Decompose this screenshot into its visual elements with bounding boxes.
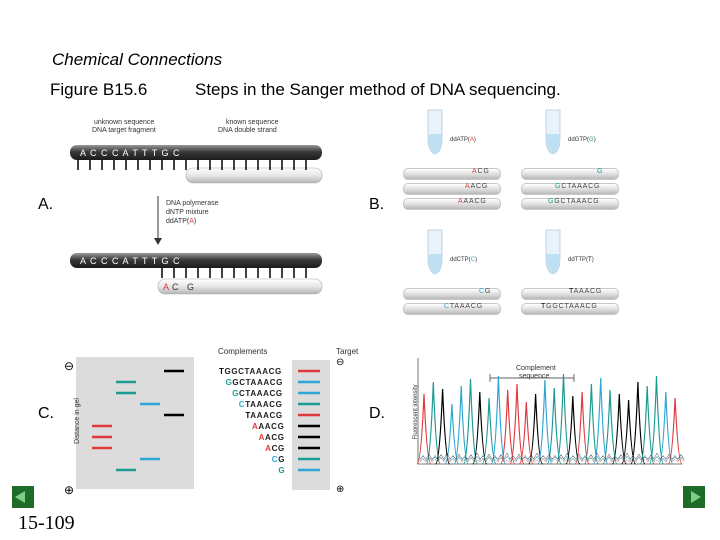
- product-strand: [521, 288, 619, 300]
- panel-d-letter: D.: [369, 405, 385, 422]
- slide-number: 15-109: [18, 512, 75, 534]
- tube-dideoxy-label: ddCTP(C): [450, 257, 478, 263]
- complement-sequence: TAAACG: [245, 411, 283, 420]
- chromatogram-peak: [648, 375, 665, 465]
- product-sequence: TAAACG: [569, 288, 603, 295]
- product-sequence: GGCTAAACG: [548, 198, 600, 205]
- chromatogram-peak: [444, 403, 460, 465]
- primer-strand-top: [185, 167, 323, 184]
- chromatogram-peak: [490, 375, 506, 465]
- product-sequence: TGGCTAAACG: [541, 303, 598, 310]
- target-plus-sign: ⊕: [336, 484, 345, 495]
- chromatogram-peak: [667, 397, 683, 465]
- chromatogram-peak: [555, 373, 572, 465]
- chromatogram-peak: [462, 378, 479, 465]
- double-strand-label: DNA double strand: [218, 127, 277, 134]
- template-sequence-bottom: A C C C A T T T G C: [80, 256, 181, 266]
- target-fragment-label: DNA target fragment: [92, 127, 156, 134]
- complement-sequence: G: [278, 466, 286, 475]
- test-tube-1: [425, 108, 445, 156]
- panel-a-letter: A.: [38, 196, 54, 213]
- complement-label: Complement: [516, 365, 556, 372]
- distance-in-gel-label: Distance in gel: [74, 398, 81, 444]
- subtitle: Chemical Connections: [52, 50, 223, 69]
- known-sequence-label: known sequence: [226, 119, 279, 126]
- product-strand: [403, 198, 501, 210]
- panel-a: unknown sequence DNA target fragment kno…: [66, 112, 336, 302]
- gel-diagram: [76, 357, 330, 490]
- unknown-sequence-label: unknown sequence: [94, 119, 155, 126]
- panel-c-letter: C.: [38, 405, 54, 422]
- product-strand: [403, 288, 501, 300]
- template-sequence-top: A C C C A T T T G C: [80, 148, 181, 158]
- panel-c: ⊖ ⊕ Distance in gel Complements Target ⊖…: [60, 343, 360, 503]
- complement-sequence: CTAAACG: [238, 400, 283, 409]
- prev-slide-button[interactable]: [12, 486, 34, 508]
- baseline-noise: [419, 453, 685, 461]
- product-strand: [521, 168, 619, 180]
- tube-dideoxy-label: ddGTP(G): [568, 137, 596, 143]
- tube-dideoxy-label: ddTTP(T): [568, 257, 594, 263]
- figure-caption: Steps in the Sanger method of DNA sequen…: [195, 80, 561, 99]
- product-sequence: ACG: [472, 168, 490, 175]
- gel-minus-sign: ⊖: [64, 359, 75, 373]
- sequence-label: sequence: [519, 373, 550, 380]
- complement-sequence: GGCTAAACG: [225, 378, 283, 387]
- complement-sequence: TGGCTAAACG: [219, 367, 282, 376]
- test-tube-2: [543, 108, 563, 156]
- chromatogram: [416, 358, 685, 465]
- product-sequence: AC G: [163, 282, 198, 292]
- product-sequence: CTAAACG: [444, 303, 483, 310]
- product-sequence: AACG: [465, 183, 489, 190]
- chromatogram-peak: [593, 377, 609, 465]
- product-sequence: CG: [479, 288, 492, 295]
- product-strand: [403, 168, 501, 180]
- next-arrow-icon: [691, 491, 701, 503]
- template-strand-top: [70, 145, 322, 160]
- gel-plus-sign: ⊕: [64, 483, 75, 497]
- test-tube-3: [425, 228, 445, 276]
- step-ddatp: ddATP(A): [166, 218, 197, 225]
- extended-strand: [157, 278, 323, 295]
- target-minus-sign: ⊖: [336, 357, 345, 368]
- product-strand: [521, 183, 619, 195]
- step-dna-polymerase: DNA polymerase: [166, 200, 219, 207]
- chromatogram-peak: [509, 383, 525, 465]
- figure-label: Figure B15.6: [50, 80, 148, 99]
- chromatogram-peak: [537, 379, 553, 465]
- product-strand: [403, 183, 501, 195]
- complements-title: Complements: [218, 347, 268, 356]
- prev-arrow-icon: [15, 491, 25, 503]
- template-strand-bottom: [70, 253, 322, 268]
- test-tube-4: [543, 228, 563, 276]
- baseline-noise: [419, 452, 685, 460]
- complement-sequence: GCTAAACG: [232, 389, 283, 398]
- target-title: Target: [336, 347, 359, 356]
- complement-sequence: ACG: [265, 444, 285, 453]
- complement-sequence: CG: [271, 455, 286, 464]
- gel-slab: [76, 357, 194, 489]
- next-slide-button[interactable]: [683, 486, 705, 508]
- complement-sequence: AACG: [258, 433, 285, 442]
- product-sequence: GCTAAACG: [555, 183, 601, 190]
- panel-d: Fluorescent intensity Complement sequenc…: [404, 352, 686, 494]
- panel-b-letter: B.: [369, 196, 385, 213]
- product-sequence: AAACG: [458, 198, 487, 205]
- product-strand: [403, 303, 501, 315]
- product-strand: [521, 198, 619, 210]
- complement-sequence: AAACG: [252, 422, 285, 431]
- product-sequence: G: [597, 168, 604, 175]
- chromatogram-peak: [425, 381, 441, 465]
- product-strand: [521, 303, 619, 315]
- panel-a-diagram: [70, 145, 323, 295]
- step-dntp-mixture: dNTP mixture: [166, 209, 209, 216]
- tube-dideoxy-label: ddATP(A): [450, 137, 476, 143]
- fluorescent-intensity-label: Fluorescent intensity: [413, 384, 419, 440]
